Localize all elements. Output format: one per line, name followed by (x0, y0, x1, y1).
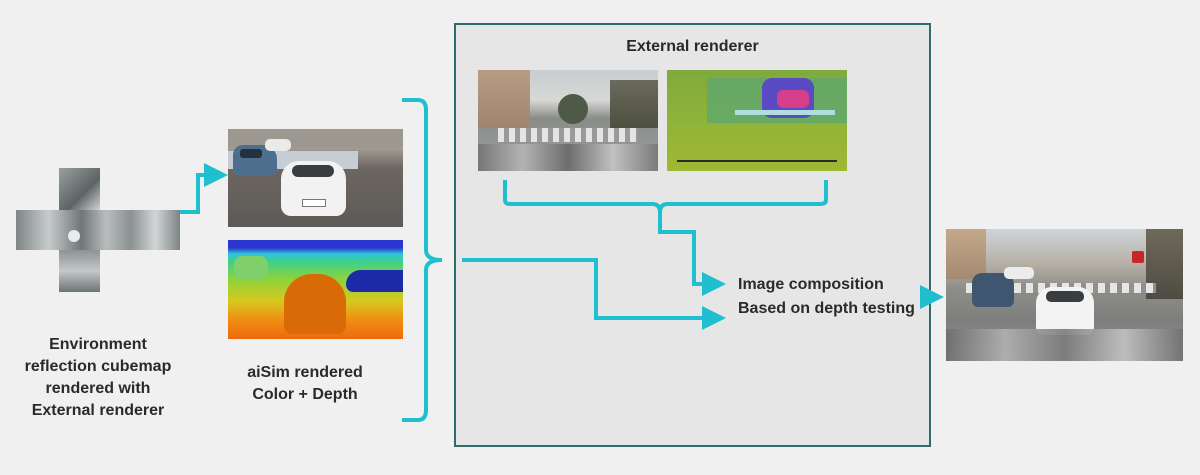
bracket-external-renders (503, 180, 828, 213)
composition-line2: Based on depth testing (738, 300, 915, 317)
external-renderer-title: External renderer (626, 38, 759, 55)
aisim-caption: aiSim rendered Color + Depth (247, 364, 363, 403)
composition-line1: Image composition (738, 276, 884, 293)
arrow-aisim-to-composition (462, 258, 726, 330)
arrow-external-to-composition (658, 212, 726, 296)
aisim-depth-render-image (228, 240, 403, 339)
external-street-render-image (478, 70, 658, 171)
aisim-color-render-image (228, 129, 403, 227)
external-depth-heatmap-image (667, 70, 847, 171)
cubemap-cross-image (16, 168, 180, 292)
composited-output-image (946, 229, 1183, 361)
brace-bracket (402, 98, 443, 422)
arrow-cubemap-to-aisim (180, 163, 228, 214)
cubemap-caption: Environment reflection cubemap rendered … (24, 336, 172, 419)
